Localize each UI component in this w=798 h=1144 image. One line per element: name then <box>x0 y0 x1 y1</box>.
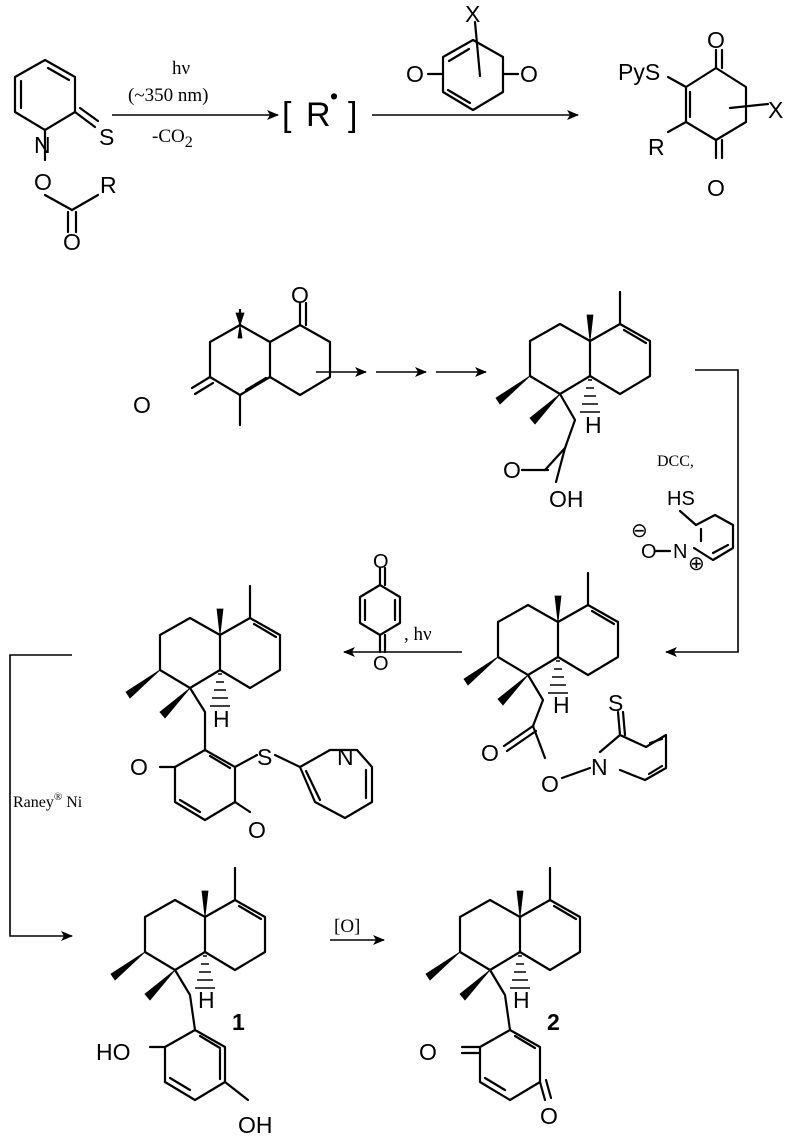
n-oxide-n-plus: ⊕ <box>688 553 705 575</box>
adduct-o-right: O <box>248 817 266 843</box>
ester-n: N <box>591 754 608 780</box>
adduct-s: S <box>257 744 272 770</box>
reagent-benzoquinone: O O , hν <box>358 551 432 675</box>
barton-ester-generic: N S O R O <box>13 58 117 255</box>
radical-r: R <box>306 96 331 134</box>
quinone-o-left: O <box>406 61 424 87</box>
c1-ho: HO <box>96 1039 131 1065</box>
c1-oh: OH <box>238 1112 273 1138</box>
adduct-h: H <box>213 706 230 732</box>
bq-o-bottom: O <box>373 653 389 675</box>
bq-o-top: O <box>373 551 389 573</box>
ester-s: S <box>608 690 623 716</box>
dione-o-left: O <box>133 392 151 418</box>
product-r: R <box>648 134 665 160</box>
arrow-esterification <box>665 369 739 657</box>
substituted-quinone: X O O <box>406 1 538 112</box>
acid-h: H <box>585 412 602 438</box>
oxidation-label: [O] <box>334 916 360 937</box>
compound-2-quinone: H 2 O O <box>419 866 582 1129</box>
product-o-top: O <box>707 27 725 53</box>
n-oxide-n: N <box>673 541 687 563</box>
product-pys: PyS <box>618 59 660 85</box>
acid-o-carbonyl: O <box>503 457 521 483</box>
dione-o-top: O <box>291 282 309 308</box>
atom-n: N <box>34 132 51 158</box>
compound-1-hydroquinone: H 1 HO OH <box>96 866 273 1138</box>
hs-label: HS <box>667 488 695 510</box>
atom-r: R <box>100 172 117 198</box>
raney-label: Raney® Ni <box>13 791 83 811</box>
condition-decarboxylation: -CO2 <box>152 126 193 151</box>
reagent-dcc-thiohydroxamate: DCC, HS ⊖ O N ⊕ <box>631 453 735 575</box>
thioquinone-adduct: H O O S N <box>125 584 374 843</box>
product-x: X <box>768 97 783 123</box>
condition-wavelength: (~350 nm) <box>128 85 208 106</box>
barton-ester: H O O N S <box>463 571 668 797</box>
ester-h: H <box>553 692 570 718</box>
n-oxide-o: O <box>641 541 657 563</box>
arrow-photolysis: hν (~350 nm) -CO2 <box>112 58 279 151</box>
c1-h: H <box>198 987 215 1013</box>
c2-o-left: O <box>419 1039 437 1065</box>
ester-o: O <box>541 771 559 797</box>
n-oxide-o-minus: ⊖ <box>631 520 648 542</box>
quinone-o-right: O <box>520 61 538 87</box>
acid-oh: OH <box>549 486 584 512</box>
starting-dione: O O <box>133 282 332 427</box>
arrow-oxidation: [O] <box>330 916 385 945</box>
ester-o-carbonyl: O <box>481 740 499 766</box>
radical-intermediate: [ R • ] <box>282 83 357 134</box>
c2-h: H <box>513 987 530 1013</box>
adduct-n: N <box>337 744 354 770</box>
quinone-x: X <box>465 1 480 27</box>
atom-o-carbonyl: O <box>63 229 81 255</box>
c2-o-right: O <box>540 1103 558 1129</box>
arrow-desulfurization: Raney® Ni <box>9 654 83 941</box>
carboxylic-acid: H O OH <box>495 290 652 512</box>
compound-1-label: 1 <box>232 1009 245 1035</box>
radical-dot: • <box>330 83 338 109</box>
bq-hv: , hν <box>404 624 432 645</box>
compound-2-label: 2 <box>547 1009 560 1035</box>
bracket-open: [ <box>282 96 292 134</box>
atom-s: S <box>99 124 114 150</box>
atom-o-ester: O <box>34 169 52 195</box>
dcc-label: DCC, <box>657 453 694 470</box>
product-o-bottom: O <box>707 175 725 201</box>
adduct-o-left: O <box>130 754 148 780</box>
bracket-close: ] <box>348 96 357 134</box>
condition-hv: hν <box>172 58 191 79</box>
generic-product: O PyS R X O <box>618 27 783 201</box>
